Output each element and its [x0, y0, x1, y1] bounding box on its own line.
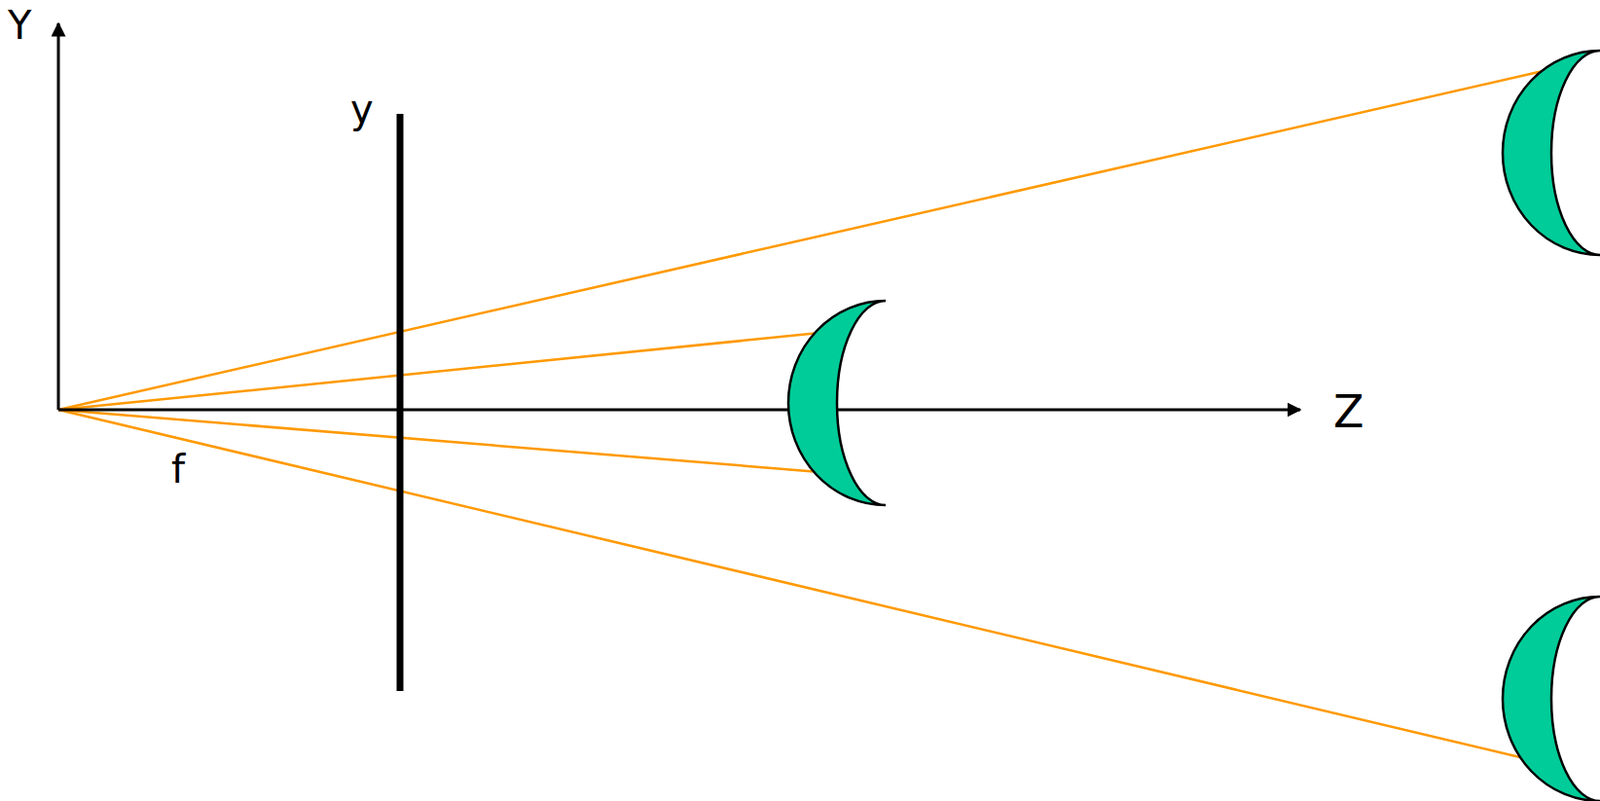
plane-label: y — [350, 89, 374, 129]
crescent-object — [1502, 50, 1600, 255]
axis-label: Y — [7, 5, 32, 45]
projection-rays — [58, 69, 1552, 760]
crescent-object — [1502, 596, 1600, 801]
ray — [58, 332, 820, 410]
ray — [58, 409, 1528, 760]
y-axis — [57, 23, 61, 410]
crescent-image — [788, 300, 886, 506]
image-plane — [397, 113, 404, 691]
focal-length-label: f — [171, 449, 185, 489]
crescent-objects — [788, 50, 1600, 801]
axis-label: Z — [1333, 389, 1365, 435]
z-axis — [58, 408, 1301, 412]
